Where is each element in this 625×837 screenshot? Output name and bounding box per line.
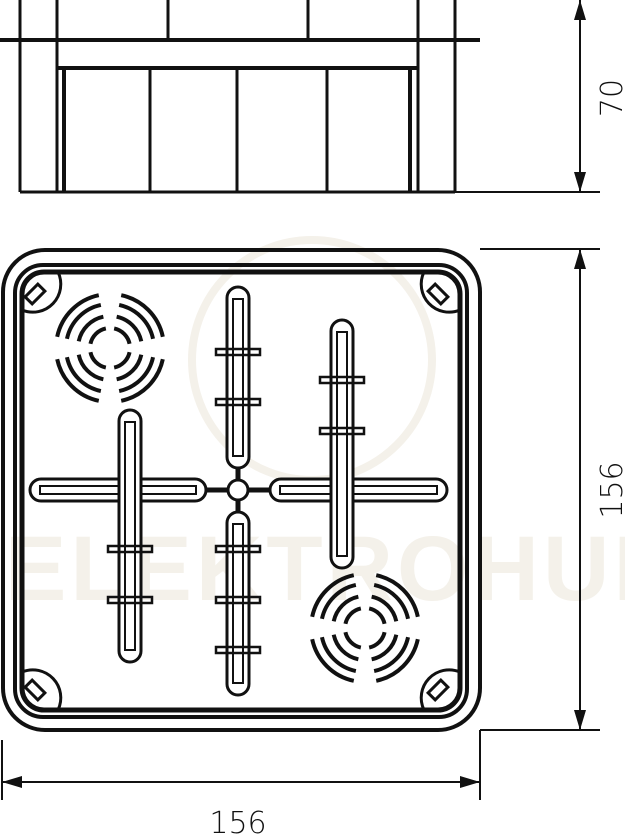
rib-tick [318,375,366,385]
depth-dimension-label: 156 [595,461,625,518]
rib-tick [214,397,262,407]
vent-knockout [310,573,420,683]
rib-slot [232,298,244,457]
rib-tick [214,645,262,655]
dimension-lines [1,0,600,800]
rib-slot [279,485,438,495]
rib-tick [318,426,366,436]
rib-tick [214,595,262,605]
rib-slot [124,421,136,651]
side-view [0,0,480,194]
rib [329,318,355,570]
ribs [28,285,449,697]
vents [55,293,420,683]
vent-knockout [55,293,165,403]
rib-tick [106,595,154,605]
rib [268,477,449,503]
rib-tick [214,347,262,357]
rib [117,408,143,664]
top-view [1,248,482,732]
height-dimension-label: 70 [595,79,625,117]
rib-tick [106,544,154,554]
width-dimension-label: 156 [209,806,266,837]
rib-tick [214,544,262,554]
rib [225,285,251,470]
center-knockout [226,478,250,502]
rib-slot [336,331,348,557]
